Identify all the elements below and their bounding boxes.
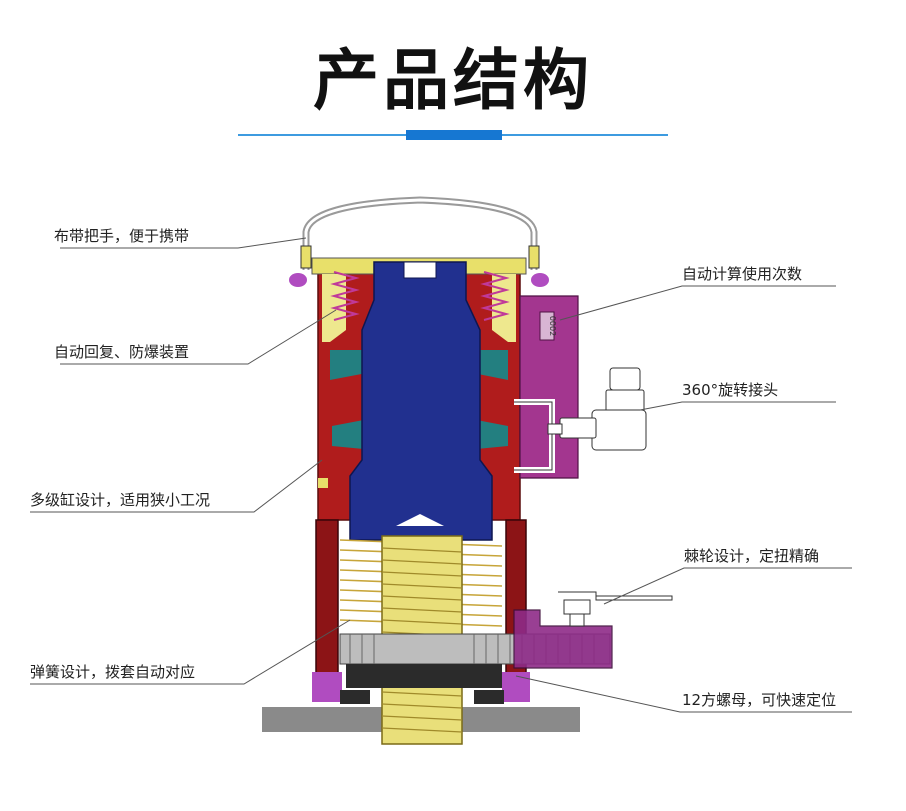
callout-counter: 自动计算使用次数 [682,265,803,283]
ratchet-housing [513,609,613,669]
callout-swivel: 360°旋转接头 [682,381,779,399]
strap-pin-left [289,273,307,287]
callout-ratchet: 棘轮设计，定扭精确 [684,547,820,565]
left-outer-column [315,519,339,691]
piston-head-notch [403,261,437,279]
piston-lower-notch [396,514,444,526]
callout-spring: 弹簧设计，拨套自动对应 [30,663,196,681]
hex-nut [346,664,502,688]
callout-lines [30,237,852,713]
ratchet-bolt [558,591,673,601]
title-underline-accent [406,130,502,140]
swivel-fitting [547,367,647,451]
strap-clip-left [300,245,312,269]
callout-auto-return: 自动回复、防爆装置 [54,343,190,361]
piston [349,261,493,541]
counter-window [539,311,555,341]
strap-pin-right [531,273,549,287]
right-sleeve [492,274,516,342]
page-title: 产品结构 [313,42,593,119]
strap-clip-right [528,245,540,269]
counter-digits: 0002 [548,316,557,336]
return-spring-right [480,271,510,321]
callout-nut: 12方螺母，可快速定位 [682,691,837,709]
return-spring-left [330,271,360,321]
callout-multistage: 多级缸设计，适用狭小工况 [30,491,211,509]
callout-handle: 布带把手，便于携带 [54,227,190,245]
